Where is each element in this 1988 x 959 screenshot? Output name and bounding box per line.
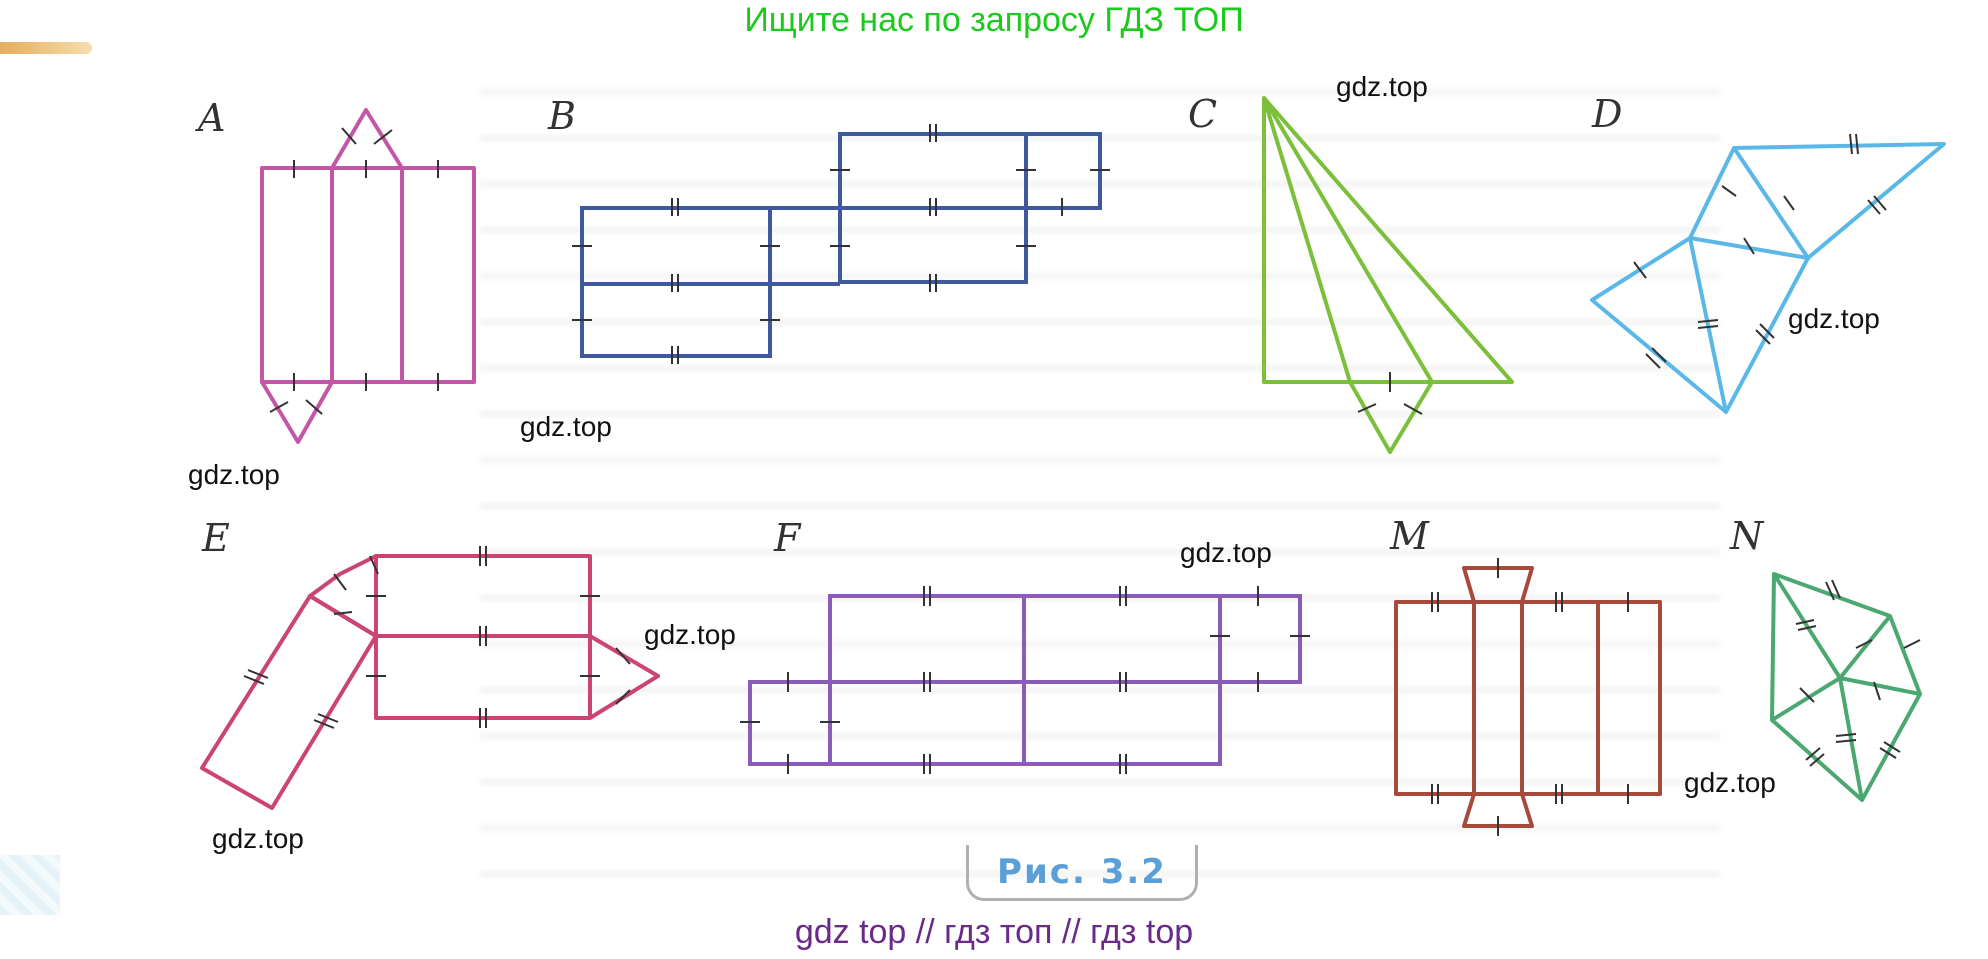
caption-frame (966, 845, 1198, 901)
net-c (1262, 96, 1514, 454)
net-n-ticks (1795, 579, 1921, 767)
figure-label-e: E (202, 516, 230, 560)
figure-label-a: A (198, 96, 226, 140)
figure-label-f: F (774, 516, 801, 560)
watermark: gdz.top (1336, 71, 1428, 102)
net-d-ticks (1633, 133, 1887, 369)
watermark: gdz.top (1684, 767, 1776, 798)
net-m-ticks (1431, 558, 1629, 836)
figure-label-n: N (1730, 514, 1764, 558)
net-b (580, 132, 1102, 358)
net-a-ticks (269, 127, 439, 415)
net-m (1394, 566, 1662, 828)
watermark: gdz.top (644, 619, 736, 650)
figure-label-c: C (1188, 92, 1218, 136)
figure-caption: Рис. 3.2 (997, 852, 1167, 892)
net-d (1590, 142, 1946, 414)
net-f (748, 594, 1302, 766)
figure-label-m: M (1390, 514, 1429, 558)
figure-label-b: B (548, 94, 576, 138)
top-banner: Ищите нас по запросу ГДЗ ТОП (744, 1, 1244, 39)
watermark: gdz.top (212, 823, 304, 854)
net-c-ticks (1357, 372, 1423, 415)
net-e-ticks (243, 546, 631, 729)
figure-label-d: D (1592, 92, 1623, 136)
watermark: gdz.top (1180, 537, 1272, 568)
corner-decoration-bottom (0, 855, 60, 915)
watermark: gdz.top (520, 411, 612, 442)
watermark: gdz.top (188, 459, 280, 490)
bottom-banner: gdz top // гдз топ // гдз top (794, 913, 1194, 951)
net-n (1770, 572, 1922, 802)
net-e (200, 554, 660, 810)
net-a (260, 108, 476, 444)
net-f-ticks (740, 586, 1310, 774)
corner-decoration (0, 42, 92, 54)
watermark: gdz.top (1788, 303, 1880, 334)
net-b-ticks (572, 124, 1110, 364)
